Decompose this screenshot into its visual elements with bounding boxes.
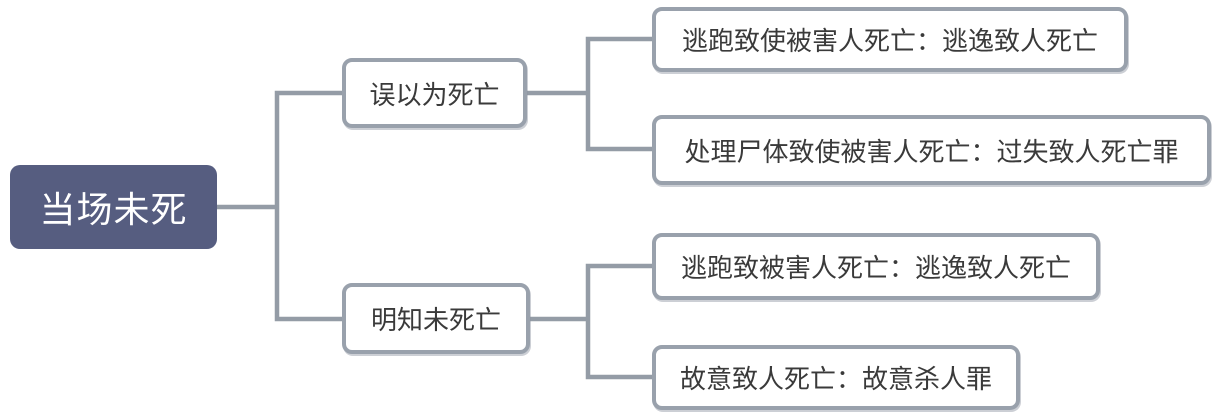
node-branch-label: 误以为死亡 [369, 79, 500, 110]
connector-trunk1-branches [274, 90, 342, 322]
connector-trunk3-leaves [585, 263, 652, 380]
node-root-label: 当场未死 [39, 189, 188, 230]
node-leaf-label: 逃跑致使被害人死亡：逃逸致人死亡 [681, 26, 1098, 56]
connector-trunk2-leaves [585, 36, 652, 152]
node-root[interactable]: 当场未死 [10, 165, 217, 249]
node-leaf-label: 故意致人死亡：故意杀人罪 [679, 364, 992, 394]
node-leaf-intentional-homicide[interactable]: 故意致人死亡：故意杀人罪 [652, 345, 1020, 410]
node-branch-knows-not-dead[interactable]: 明知未死亡 [342, 283, 530, 354]
node-leaf-label: 逃跑致被害人死亡：逃逸致人死亡 [680, 253, 1071, 283]
node-leaf-label: 处理尸体致使被害人死亡：过失致人死亡罪 [684, 136, 1179, 167]
node-branch-misbelieve-dead[interactable]: 误以为死亡 [342, 58, 527, 128]
node-branch-label: 明知未死亡 [370, 305, 501, 335]
node-leaf-dispose-body-negligent-homicide[interactable]: 处理尸体致使被害人死亡：过失致人死亡罪 [652, 115, 1211, 185]
node-leaf-flee-causes-death-hit-and-run[interactable]: 逃跑致使被害人死亡：逃逸致人死亡 [652, 7, 1128, 72]
node-leaf-flee-victim-death-hit-and-run[interactable]: 逃跑致被害人死亡：逃逸致人死亡 [652, 233, 1100, 300]
